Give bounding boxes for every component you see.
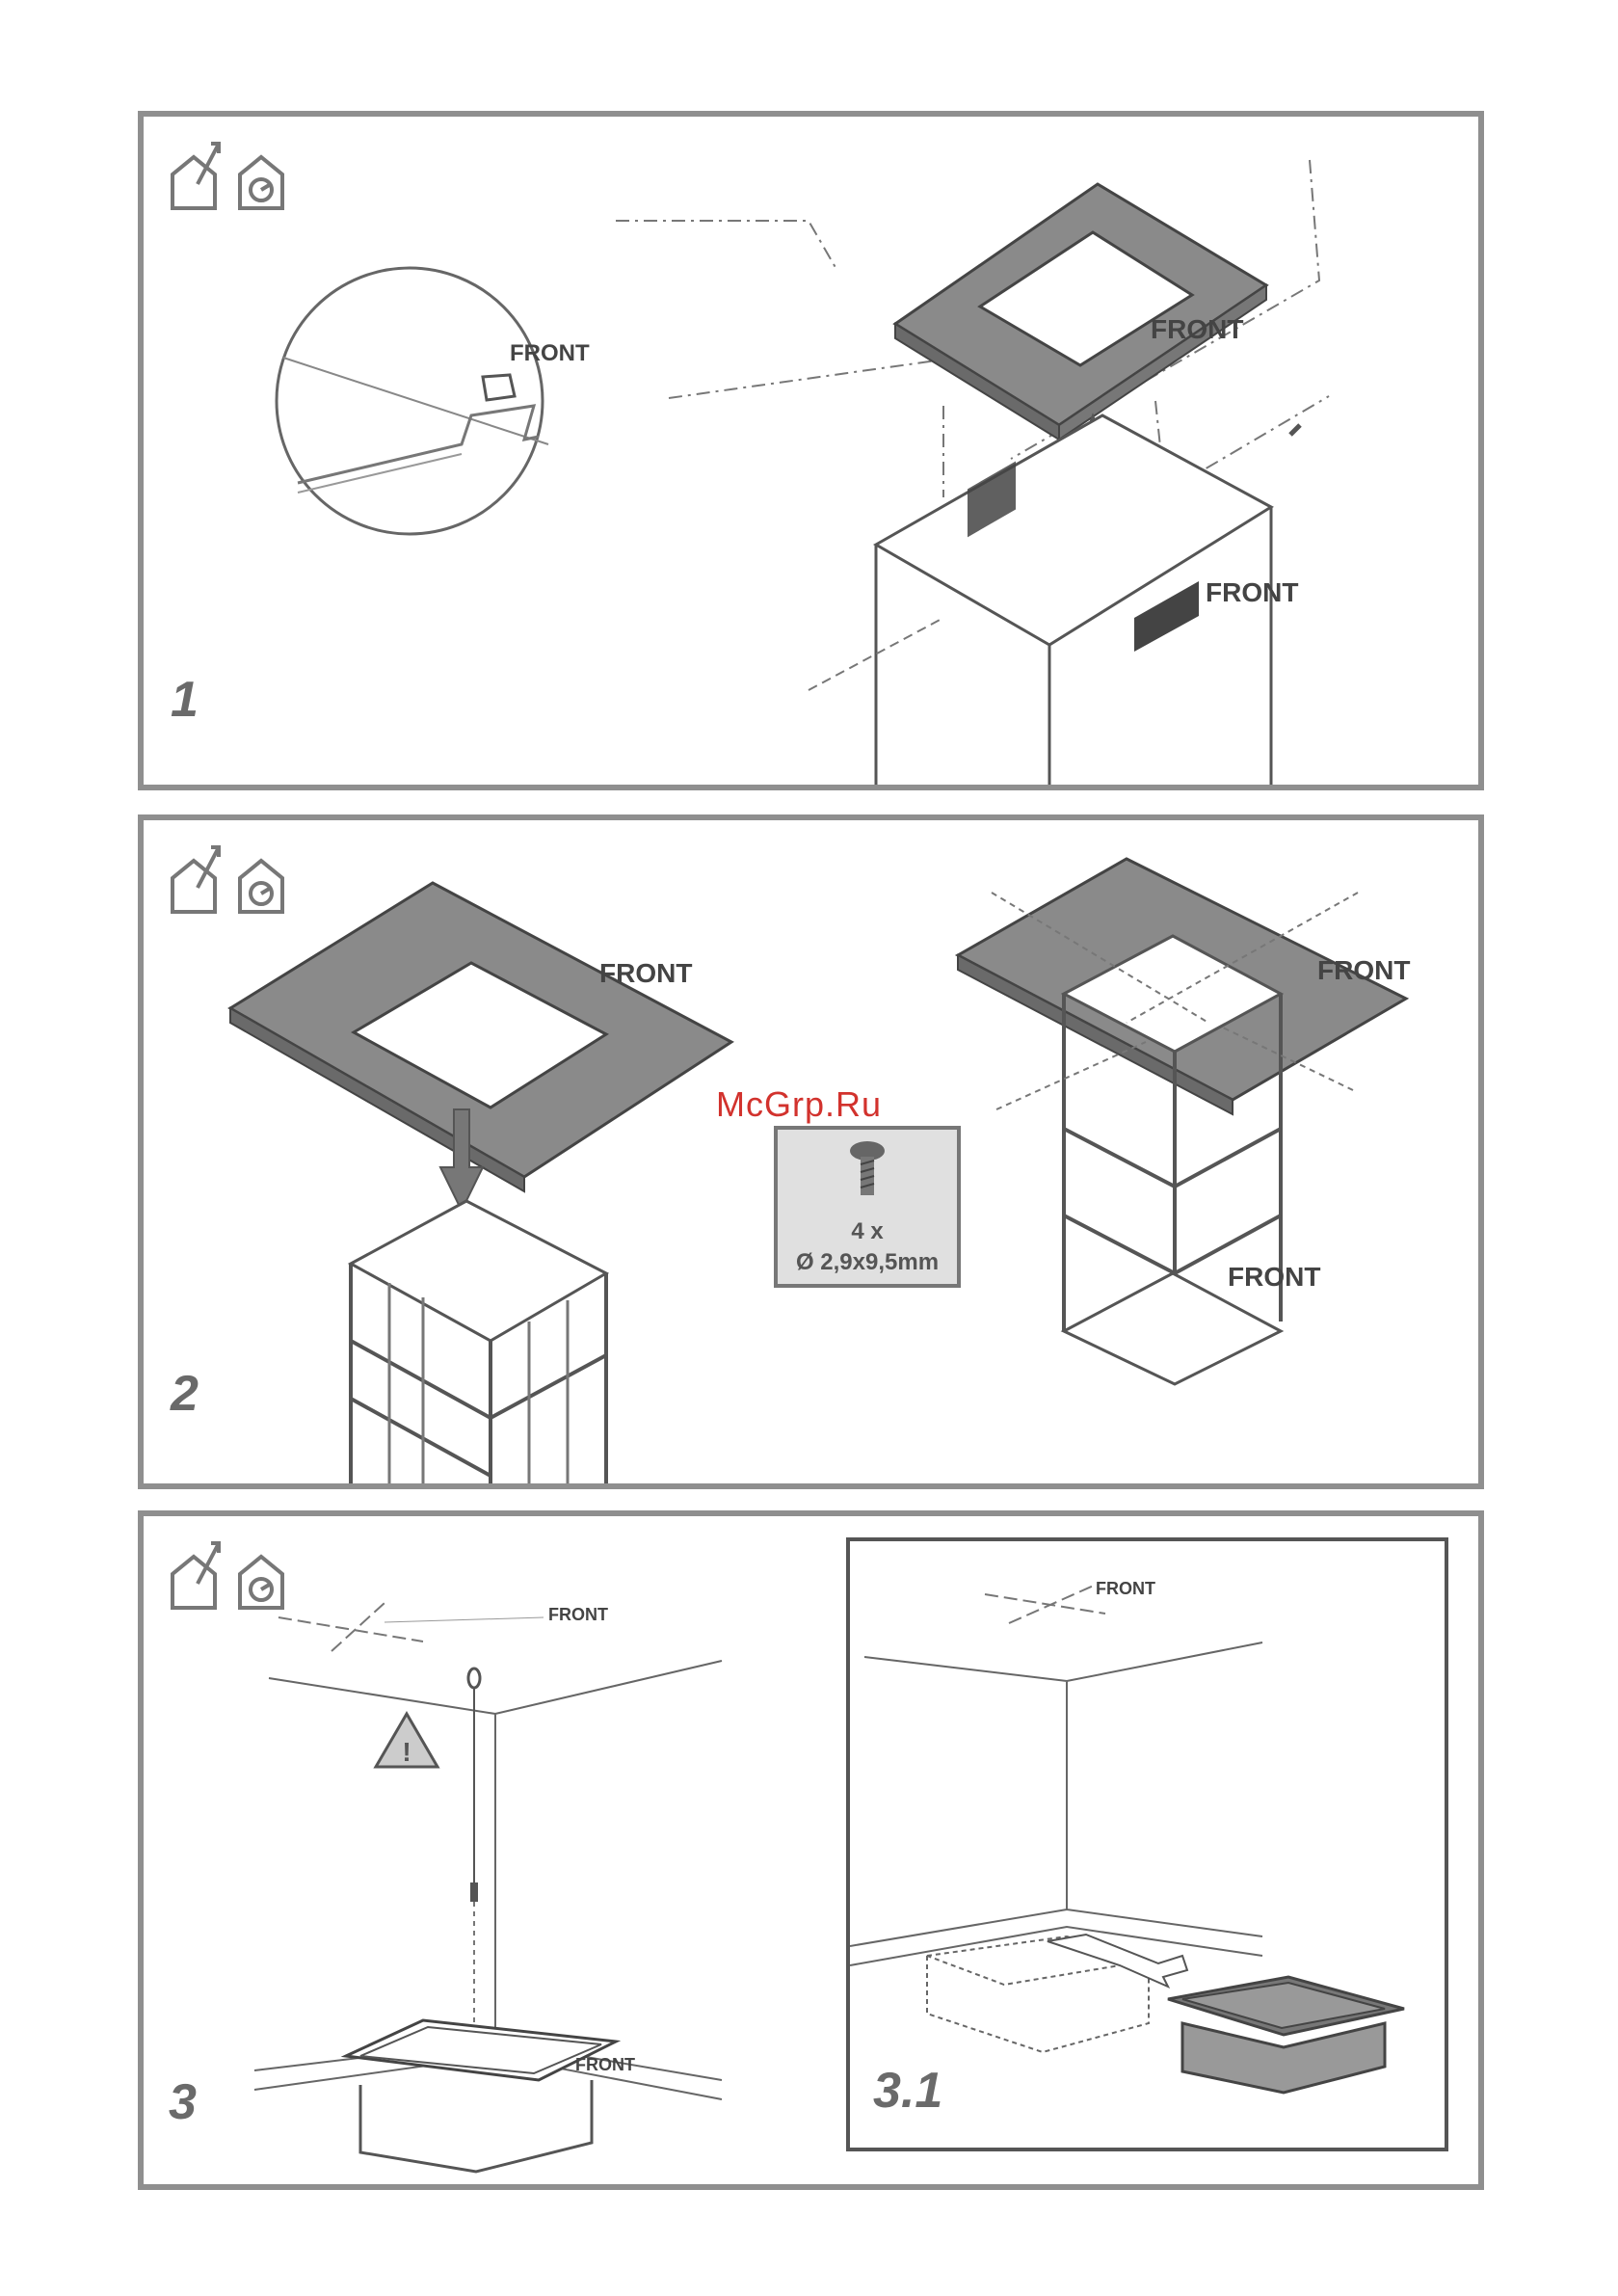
front-label-box: FRONT bbox=[575, 2055, 635, 2074]
front-label-left-plate: FRONT bbox=[599, 958, 692, 988]
step-1-illustration: FRONT FRONT FRONT bbox=[144, 117, 1478, 785]
recirculation-icon bbox=[240, 157, 282, 208]
screw-size: Ø 2,9x9,5mm bbox=[778, 1249, 957, 1276]
watermark: McGrp.Ru bbox=[716, 1084, 882, 1125]
step-3-1-subfigure: FRONT 3.1 bbox=[846, 1537, 1448, 2151]
front-label-plate: FRONT bbox=[1151, 314, 1243, 344]
step-1-panel: FRONT FRONT FRONT 1 bbox=[138, 111, 1484, 790]
screw-quantity: 4 x bbox=[778, 1218, 957, 1245]
front-label-right-plate: FRONT bbox=[1317, 955, 1410, 985]
step-3-1-illustration: FRONT bbox=[850, 1541, 1445, 2148]
front-label-zoom: FRONT bbox=[510, 340, 590, 366]
step-number: 3 bbox=[169, 2073, 197, 2131]
recirculation-icon bbox=[240, 1557, 282, 1608]
duct-exhaust-icon bbox=[172, 1543, 219, 1608]
svg-text:!: ! bbox=[402, 1737, 411, 1767]
recirculation-icon bbox=[240, 861, 282, 912]
step-number: 1 bbox=[171, 671, 199, 729]
front-label-ceiling: FRONT bbox=[548, 1605, 608, 1624]
step-number: 2 bbox=[171, 1365, 199, 1423]
duct-exhaust-icon bbox=[172, 144, 219, 208]
screw-icon bbox=[778, 1130, 957, 1216]
front-label-ceiling-3-1: FRONT bbox=[1096, 1579, 1155, 1598]
step-number: 3.1 bbox=[873, 2062, 942, 2120]
screw-spec-box: 4 x Ø 2,9x9,5mm bbox=[774, 1126, 961, 1288]
front-label-body: FRONT bbox=[1206, 577, 1298, 607]
duct-exhaust-icon bbox=[172, 847, 219, 912]
front-label-right-frame: FRONT bbox=[1228, 1262, 1320, 1292]
